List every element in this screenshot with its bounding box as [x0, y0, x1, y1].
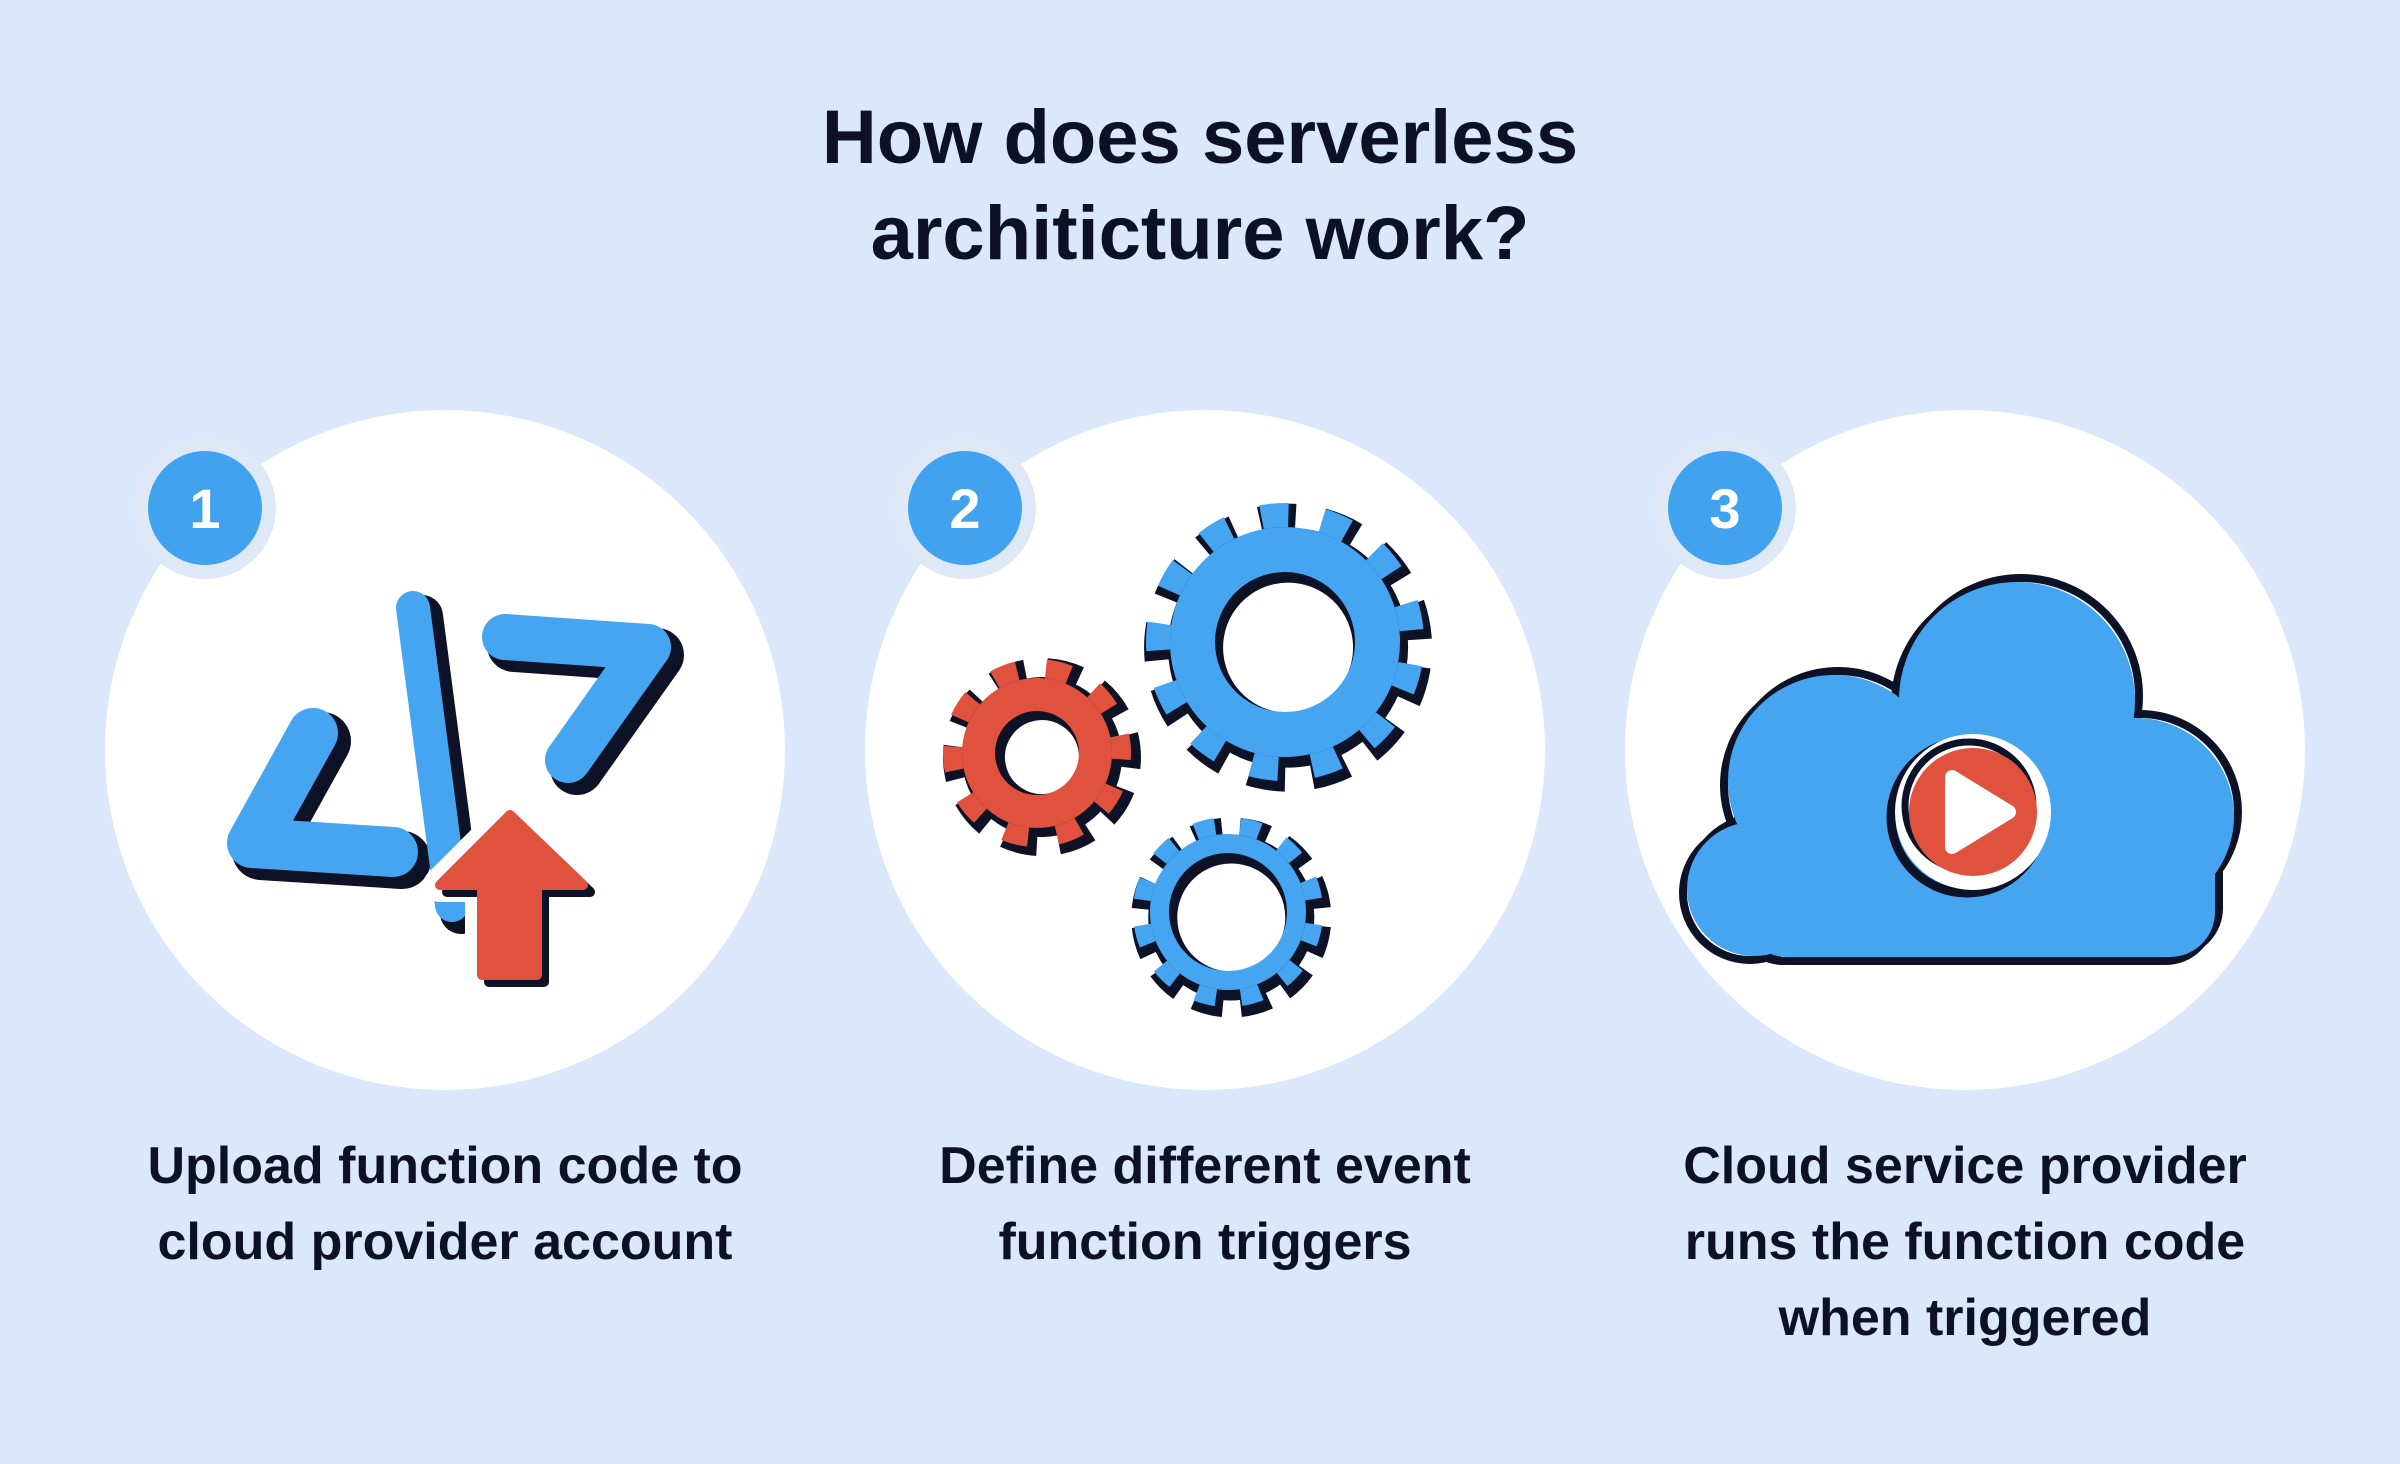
step-3-circle: 3	[1625, 410, 2305, 1090]
step-3-caption: Cloud service provider runs the function…	[1585, 1128, 2345, 1356]
greater-than-stroke	[482, 614, 671, 783]
gear-small	[1131, 817, 1332, 1018]
step-3-caption-line3: when triggered	[1778, 1289, 2152, 1347]
step-2-circle: 2	[865, 410, 1545, 1090]
page-title: How does serverless architicture work?	[0, 90, 2400, 282]
gear-red	[942, 658, 1141, 857]
step-1-circle: 1	[105, 410, 785, 1090]
play-button	[1886, 734, 2051, 898]
code-brackets	[227, 591, 684, 934]
gear-large	[1144, 503, 1433, 792]
step-1-caption-line1: Upload function code to	[147, 1137, 743, 1195]
step-2-caption-line1: Define different event	[939, 1137, 1471, 1195]
gears-icon	[942, 503, 1433, 1018]
step-2-caption: Define different event function triggers	[825, 1128, 1585, 1280]
upload-arrow	[423, 798, 600, 992]
step-1-number: 1	[189, 476, 221, 540]
page-title-line1: How does serverless	[821, 95, 1579, 180]
page-title-line2: architicture work?	[870, 191, 1530, 276]
step-2-number: 2	[949, 476, 981, 540]
less-than-stroke	[227, 708, 418, 877]
code-upload-icon	[227, 591, 684, 992]
step-2-caption-line2: function triggers	[998, 1213, 1412, 1271]
step-1-caption-line2: cloud provider account	[157, 1213, 733, 1271]
step-2-number-badge: 2	[908, 451, 1022, 565]
cloud-play-icon	[1679, 574, 2242, 965]
step-1-caption: Upload function code to cloud provider a…	[65, 1128, 825, 1280]
step-3-caption-line2: runs the function code	[1684, 1213, 2246, 1271]
step-3-caption-line1: Cloud service provider	[1683, 1137, 2247, 1195]
step-3-number: 3	[1709, 476, 1741, 540]
play-triangle	[1945, 770, 2016, 854]
step-3-number-badge: 3	[1668, 451, 1782, 565]
step-1-number-badge: 1	[148, 451, 262, 565]
